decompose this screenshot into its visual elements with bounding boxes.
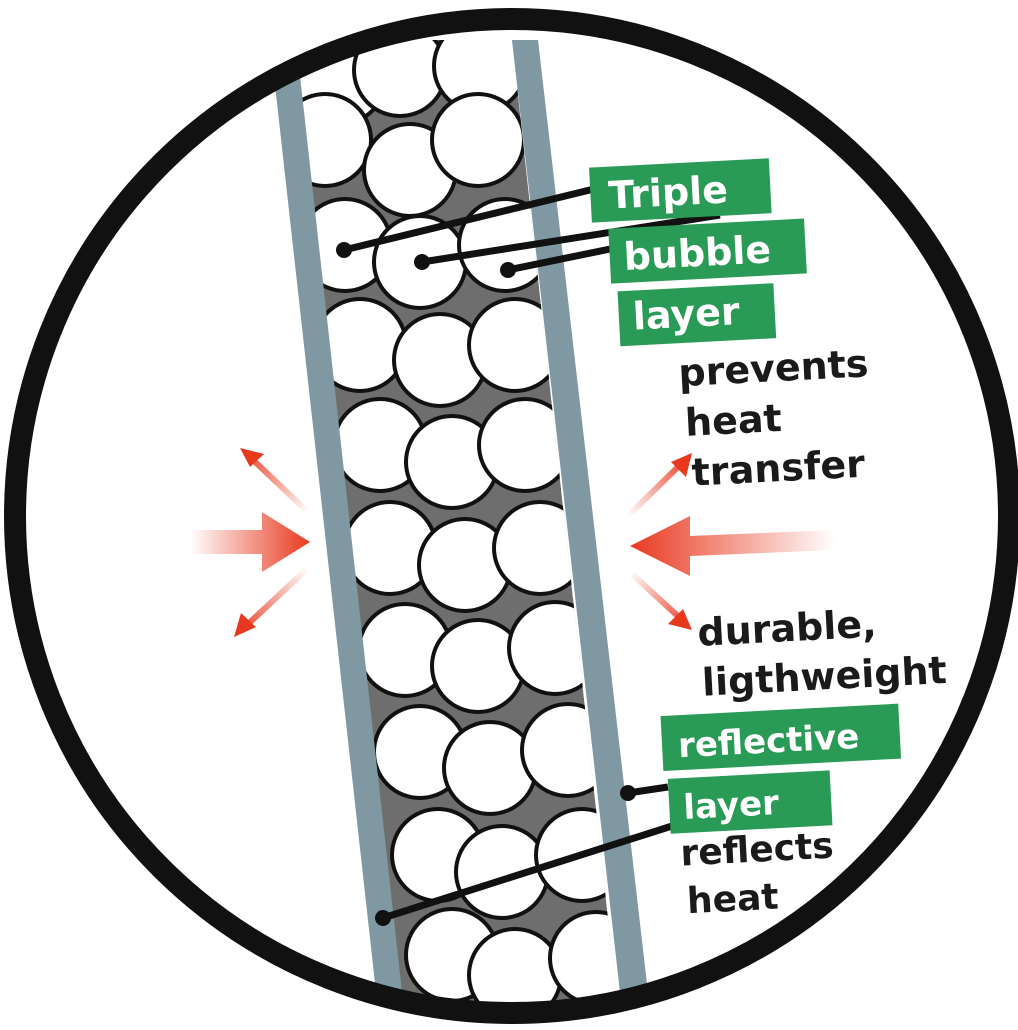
bubble [430, 92, 526, 188]
label-reflective: reflective [677, 717, 860, 766]
text-heat-top: heat [684, 396, 783, 445]
reflective-tag [660, 703, 902, 772]
bubble-tag [608, 218, 807, 284]
durable-lightweight-text: durable, ligthweight [696, 602, 947, 705]
text-transfer: transfer [691, 442, 867, 495]
left-reflective-strip [270, 40, 404, 1010]
label-layer-bottom: layer [682, 783, 780, 828]
label-bubble: bubble [623, 227, 773, 279]
text-prevents: prevents [677, 341, 869, 395]
right-reflective-strip [512, 40, 650, 1010]
magnifier-ring [4, 8, 1018, 1024]
label-layer-top: layer [632, 289, 741, 339]
left-heat-arrows [190, 448, 311, 637]
text-reflects: reflects [679, 826, 834, 875]
right-incoming-arrow [630, 516, 835, 576]
left-deflect-up-arrow [240, 448, 264, 467]
triple-tag [589, 158, 772, 223]
reflective-leader-lines [375, 783, 674, 926]
text-heat-bottom: heat [686, 877, 780, 923]
prevents-heat-transfer-text: prevents heat transfer [677, 341, 869, 495]
label-triple: Triple [607, 167, 729, 217]
reflective-layer-label: reflective layer [660, 703, 902, 834]
bubble-layer-label: Triple bubble layer [589, 158, 807, 347]
left-incoming-arrow [190, 512, 310, 572]
bubble-leader-lines [336, 184, 721, 278]
layer-tag-bottom [667, 770, 833, 834]
right-heat-arrows [625, 453, 835, 630]
reflects-heat-text: reflects heat [679, 826, 834, 923]
left-deflect-down-arrow [234, 613, 256, 637]
right-deflect-down-arrow [668, 609, 692, 630]
layer-tag-top [617, 283, 777, 347]
right-deflect-up-arrow [671, 453, 692, 477]
text-durable: durable, [696, 602, 877, 655]
